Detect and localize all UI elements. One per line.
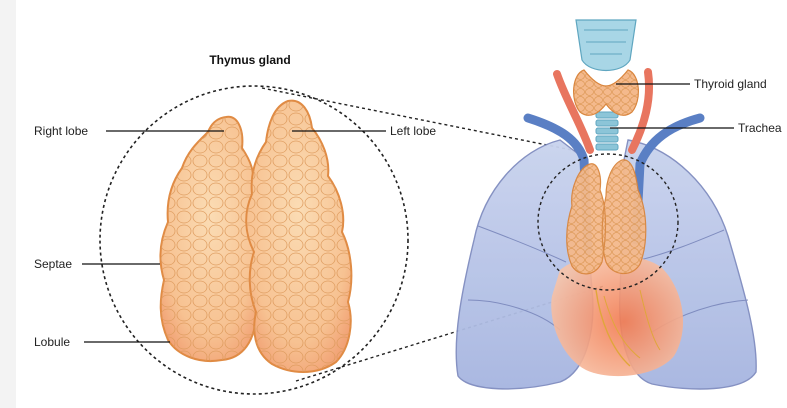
torso-anatomy: [456, 20, 756, 389]
label-thyroid-gland: Thyroid gland: [694, 77, 767, 91]
trachea-rings: [596, 112, 618, 150]
label-lobule: Lobule: [34, 335, 70, 349]
magnified-thymus: [100, 86, 408, 394]
label-right-lobe: Right lobe: [34, 124, 88, 138]
diagram-title: Thymus gland: [190, 53, 310, 67]
label-left-lobe: Left lobe: [390, 124, 436, 138]
heart-shape: [551, 255, 683, 376]
larynx-shape: [576, 20, 636, 71]
label-trachea: Trachea: [738, 121, 782, 135]
label-septae: Septae: [34, 257, 72, 271]
